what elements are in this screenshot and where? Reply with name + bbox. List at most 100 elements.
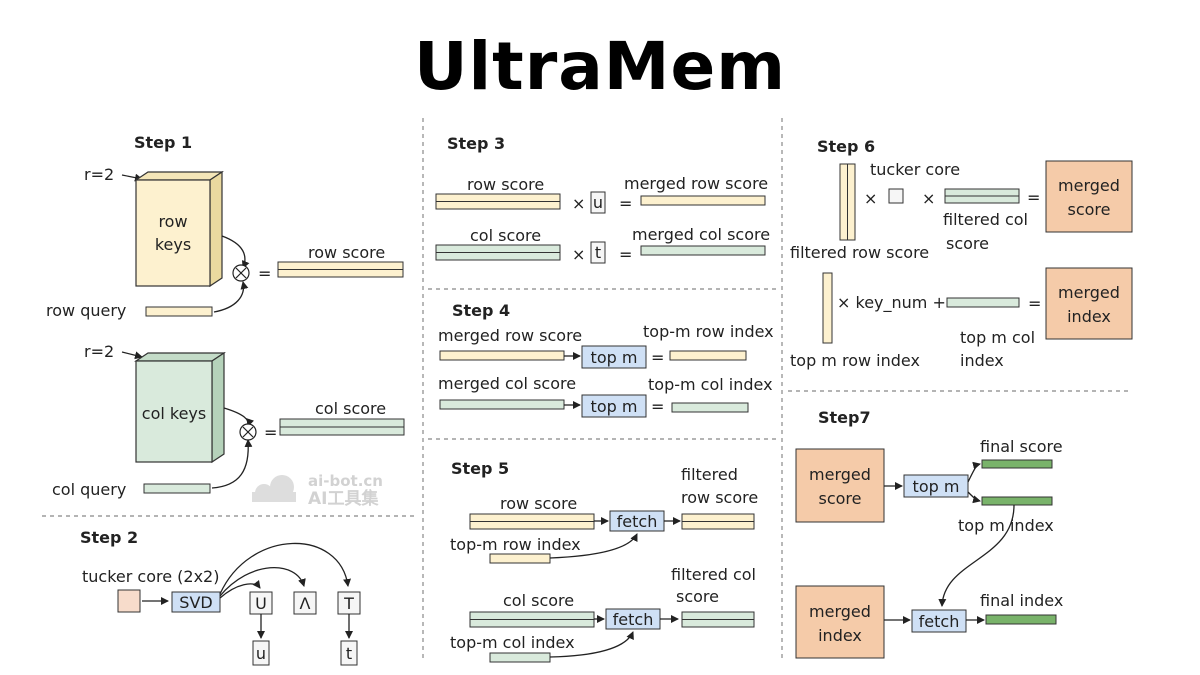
s5-filtered-col-label-2: score [676, 587, 719, 606]
tucker-core-box [117, 589, 141, 613]
s4-col-equals: = [651, 397, 664, 416]
col-equals: = [264, 423, 277, 442]
section-dividers [42, 118, 1132, 660]
s6-merged-score-box [1045, 160, 1133, 233]
s7-merged-index-label-1: merged [809, 602, 871, 621]
step-1-heading: Step 1 [134, 133, 192, 152]
s6-equals-2: = [1028, 294, 1041, 313]
s3-merged-row-vector [640, 195, 766, 206]
s4-col-index-label: top-m col index [648, 375, 773, 394]
s7-top-index-arrow [967, 491, 981, 504]
step-6-heading: Step 6 [817, 137, 875, 156]
u-box [252, 640, 270, 666]
s6-merged-index-label-1: merged [1058, 283, 1120, 302]
s7-merged-index-label-2: index [818, 626, 862, 645]
s7-merged-score-label-2: score [819, 489, 862, 508]
tucker-core-label: tucker core (2x2) [82, 567, 219, 586]
col-score-label: col score [315, 399, 386, 418]
U-label: U [255, 594, 267, 613]
s6-merged-score-label-2: score [1068, 200, 1111, 219]
s6-times-2: × [922, 189, 935, 208]
row-score-label: row score [308, 243, 385, 262]
s4-merged-row-label: merged row score [438, 326, 582, 345]
col-query-label: col query [52, 480, 126, 499]
col-keys-arrow [223, 407, 255, 427]
s3-u-label: u [593, 193, 603, 212]
s7-final-score-arrow [967, 461, 981, 483]
s7-topm-label: top m [913, 477, 960, 496]
s7-merged-index-box [795, 585, 885, 659]
step-2: Step 2 tucker core (2x2) SVD U Λ T u t [80, 528, 361, 666]
s4-merged-col-label: merged col score [438, 374, 576, 393]
step-7-heading: Step7 [818, 408, 871, 427]
s4-row-index-label: top-m row index [643, 322, 774, 341]
watermark-domain: ai-bot.cn [308, 472, 383, 490]
step-3: Step 3 row score × u = merged row score … [435, 134, 770, 264]
s4-topm-col-box [581, 394, 647, 418]
s6-top-col-index-vector [946, 297, 1020, 308]
s7-final-index-vector [985, 614, 1057, 625]
s6-key-num-label: × key_num + [837, 293, 946, 313]
step-4-heading: Step 4 [452, 301, 510, 320]
step-5-heading: Step 5 [451, 459, 509, 478]
s4-col-index-vector [671, 402, 749, 413]
row-keys-box [134, 170, 224, 288]
s3-equals-1: = [619, 194, 632, 213]
s3-col-score-label: col score [470, 226, 541, 245]
step-5: Step 5 row score fetch filtered row scor… [450, 459, 758, 663]
svd-to-T-arrow [219, 542, 351, 595]
s7-final-score-label: final score [980, 437, 1063, 456]
s4-row-equals: = [651, 348, 664, 367]
s3-merged-col-label: merged col score [632, 225, 770, 244]
step-7: Step7 merged score top m final score top… [795, 408, 1063, 659]
step-1: Step 1 r=2 row keys = row query row scor… [46, 133, 405, 509]
s7-final-index-label: final index [980, 591, 1063, 610]
T-label: T [343, 594, 354, 613]
row-keys-label-1: row [158, 212, 187, 231]
s6-merged-index-label-2: index [1067, 307, 1111, 326]
svd-to-lambda-arrow [219, 566, 306, 597]
s3-times-2: × [572, 245, 585, 264]
row-query-arrow [213, 281, 249, 313]
s5-col-index-arrow [549, 631, 634, 658]
row-query-vector [145, 306, 213, 317]
s3-merged-col-vector [640, 245, 766, 256]
svd-label: SVD [179, 593, 212, 612]
s5-row-index-vector [489, 553, 551, 564]
s3-t-box [590, 241, 606, 264]
lambda-box [293, 591, 317, 615]
s5-row-index-label: top-m row index [450, 535, 581, 554]
s7-top-index-label: top m index [958, 516, 1054, 535]
s3-row-score-label: row score [467, 175, 544, 194]
s5-fetch-col-label: fetch [613, 610, 654, 629]
s6-merged-index-box [1045, 267, 1133, 340]
s4-merged-row-vector [439, 350, 565, 361]
s4-topm-col-label: top m [591, 397, 638, 416]
s6-filtered-col-label-2: score [946, 234, 989, 253]
s7-index-to-fetch-arrow [938, 504, 1015, 607]
col-query-vector [143, 483, 211, 494]
s6-filtered-row-label: filtered row score [790, 243, 929, 262]
s4-topm-row-label: top m [591, 348, 638, 367]
svd-to-U-arrow [219, 580, 261, 599]
s5-row-score-label: row score [500, 494, 577, 513]
s6-top-row-index-label: top m row index [790, 351, 920, 370]
rank-label: r=2 [84, 165, 114, 184]
col-query-arrow [211, 439, 253, 489]
s5-row-index-arrow [549, 533, 638, 559]
s5-fetch-row-label: fetch [617, 512, 658, 531]
s7-top-index-vector [981, 496, 1053, 506]
s5-col-index-label: top-m col index [450, 633, 575, 652]
row-keys-arrow [221, 235, 250, 269]
s7-merged-score-box [795, 448, 885, 523]
s3-t-label: t [595, 243, 601, 262]
s6-merged-score-label-1: merged [1058, 176, 1120, 195]
step-3-heading: Step 3 [447, 134, 505, 153]
u-label: u [256, 644, 266, 663]
s5-filtered-row-label-1: filtered [681, 465, 738, 484]
s3-u-box [590, 191, 606, 214]
rank-arrow-col [121, 351, 143, 360]
s6-tucker-box [888, 188, 904, 204]
s5-col-score-label: col score [503, 591, 574, 610]
watermark: ai-bot.cn AI工具集 [252, 472, 383, 509]
